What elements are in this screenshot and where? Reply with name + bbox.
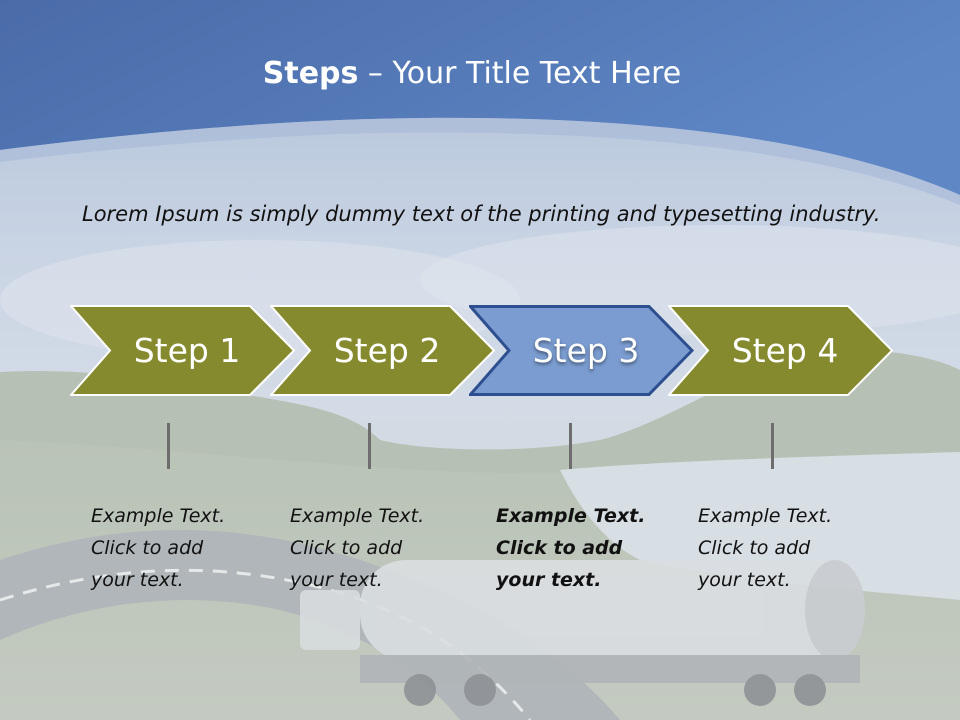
step-3-label: Step 3 — [532, 331, 640, 370]
step-3-caption[interactable]: Example Text. Click to add your text. — [496, 500, 666, 596]
chevron-shape — [270, 305, 496, 396]
step-3-connector — [569, 423, 572, 469]
step-4-caption[interactable]: Example Text. Click to add your text. — [698, 500, 868, 596]
intro-text[interactable]: Lorem Ipsum is simply dummy text of the … — [82, 202, 881, 226]
step-1-connector — [167, 423, 170, 469]
caption-line: Example Text. — [698, 505, 833, 527]
caption-line: Example Text. — [496, 505, 646, 527]
caption-line: your text. — [91, 569, 184, 591]
chevron-shape — [70, 305, 296, 396]
step-4-connector — [771, 423, 774, 469]
caption-line: Example Text. — [290, 505, 425, 527]
step-1-chevron[interactable]: Step 1 — [70, 305, 296, 396]
caption-line: Click to add — [496, 537, 623, 559]
step-4-chevron[interactable]: Step 4 — [668, 305, 894, 396]
caption-line: your text. — [698, 569, 791, 591]
step-2-chevron[interactable]: Step 2 — [270, 305, 496, 396]
caption-line: Example Text. — [91, 505, 226, 527]
chevron-shape — [469, 305, 695, 396]
step-3-chevron[interactable]: Step 3 — [469, 305, 695, 396]
step-2-caption[interactable]: Example Text. Click to add your text. — [290, 500, 460, 596]
chevron-shape — [668, 305, 894, 396]
step-1-label: Step 1 — [133, 331, 241, 370]
caption-line: your text. — [496, 569, 602, 591]
step-2-label: Step 2 — [333, 331, 441, 370]
title-bold: Steps — [262, 56, 359, 91]
step-1-caption[interactable]: Example Text. Click to add your text. — [91, 500, 261, 596]
caption-line: Click to add — [290, 537, 403, 559]
step-2-connector — [368, 423, 371, 469]
step-4-label: Step 4 — [731, 331, 839, 370]
caption-line: your text. — [290, 569, 383, 591]
title-rest: – Your Title Text Here — [358, 56, 682, 91]
slide-title[interactable]: Steps – Your Title Text Here — [0, 56, 944, 91]
caption-line: Click to add — [91, 537, 204, 559]
caption-line: Click to add — [698, 537, 811, 559]
